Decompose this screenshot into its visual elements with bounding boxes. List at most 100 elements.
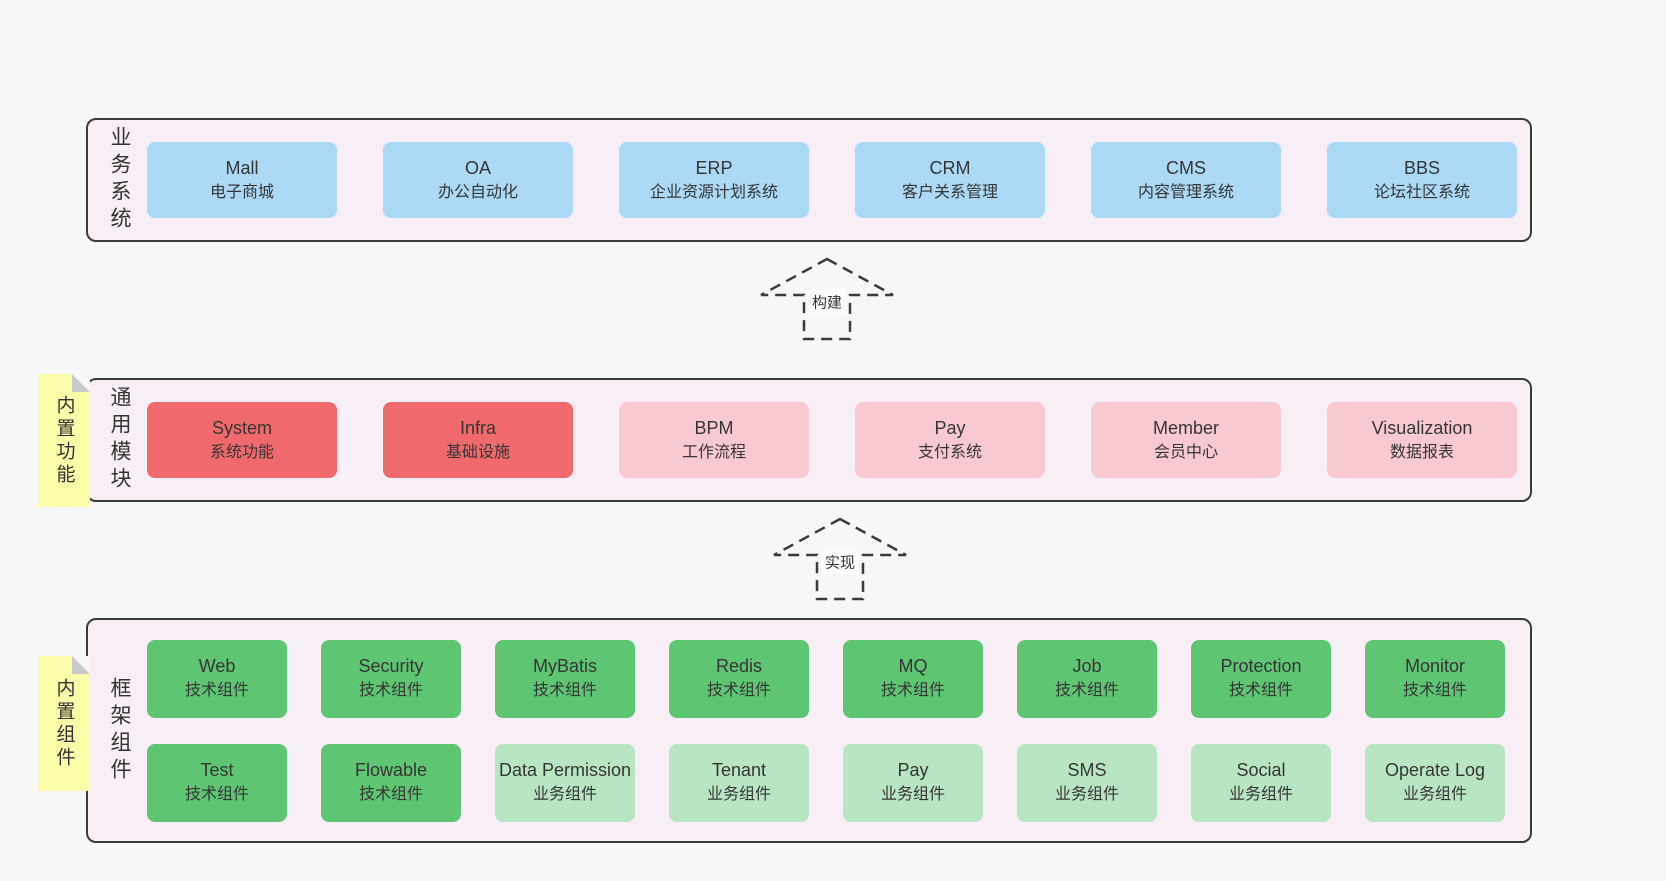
box-operate-log: Operate Log 业务组件 [1365, 743, 1505, 822]
note-fold-cut [72, 374, 90, 392]
box-subtitle: 技术组件 [358, 786, 423, 804]
box-title: MQ [898, 656, 928, 677]
box-subtitle: 技术组件 [184, 682, 249, 700]
box-title: Web [198, 656, 236, 677]
box-title: BBS [1403, 157, 1441, 178]
box-subtitle: 技术组件 [1402, 682, 1467, 700]
sticky-note-builtin-components: 内置组件 [38, 656, 90, 791]
box-title: Operate Log [1384, 760, 1486, 781]
box-erp: ERP 企业资源计划系统 [619, 142, 809, 218]
box-redis: Redis 技术组件 [669, 639, 809, 718]
box-title: Redis [715, 656, 763, 677]
box-pay: Pay 支付系统 [855, 402, 1045, 478]
box-title: Flowable [354, 760, 428, 781]
sticky-note-label: 内置功能 [53, 394, 75, 487]
box-title: CMS [1166, 157, 1206, 178]
box-title: Security [358, 656, 424, 677]
box-social: Social 业务组件 [1191, 743, 1331, 822]
box-subtitle: 基础设施 [445, 443, 510, 461]
box-subtitle: 业务组件 [880, 786, 945, 804]
box-subtitle: 电子商城 [209, 183, 274, 201]
box-subtitle: 客户关系管理 [901, 183, 998, 201]
box-subtitle: 技术组件 [532, 682, 597, 700]
layer-label: 通用模块 [108, 386, 131, 494]
box-infra: Infra 基础设施 [383, 402, 573, 478]
box-crm: CRM 客户关系管理 [855, 142, 1045, 218]
box-subtitle: 办公自动化 [437, 183, 518, 201]
layer-common-modules: 内置功能 通用模块 System 系统功能 Infra 基础设施 BPM 工作流程 Pay 支… [38, 374, 1532, 507]
box-system: System 系统功能 [147, 402, 337, 478]
box-title: Job [1072, 656, 1102, 677]
box-cms: CMS 内容管理系统 [1091, 142, 1281, 218]
arrow-build-icon: 构建 [757, 256, 897, 342]
box-title: CRM [929, 157, 971, 178]
box-title: Test [200, 760, 234, 781]
layer-framework-components: 内置组件 框架组件 Web 技术组件 Security 技术组件 MyBatis 技术组件… [38, 618, 1532, 843]
box-title: Visualization [1371, 417, 1473, 438]
box-title: Pay [934, 417, 966, 438]
box-title: Pay [897, 760, 929, 781]
box-title: ERP [695, 157, 733, 178]
dashed-up-arrow-icon [773, 517, 907, 601]
box-monitor: Monitor 技术组件 [1365, 639, 1505, 718]
box-title: Data Permission [498, 760, 632, 781]
box-subtitle: 内容管理系统 [1137, 183, 1234, 201]
box-subtitle: 技术组件 [184, 786, 249, 804]
box-title: System [211, 417, 272, 438]
sticky-note-builtin-features: 内置功能 [38, 374, 90, 507]
box-job: Job 技术组件 [1017, 639, 1157, 718]
box-title: Member [1152, 417, 1219, 438]
box-tenant: Tenant 业务组件 [669, 743, 809, 822]
box-security: Security 技术组件 [321, 639, 461, 718]
box-title: Social [1236, 760, 1286, 781]
sticky-note-label: 内置组件 [53, 677, 75, 770]
box-subtitle: 技术组件 [706, 682, 771, 700]
layer-label: 业务系统 [108, 126, 131, 234]
box-title: Infra [459, 417, 497, 438]
box-subtitle: 工作流程 [681, 443, 746, 461]
box-subtitle: 业务组件 [1228, 786, 1293, 804]
box-subtitle: 会员中心 [1153, 443, 1218, 461]
box-flowable: Flowable 技术组件 [321, 743, 461, 822]
note-fold-cut [72, 656, 90, 674]
box-subtitle: 系统功能 [209, 443, 274, 461]
box-subtitle: 业务组件 [706, 786, 771, 804]
box-title: MyBatis [532, 656, 597, 677]
box-title: Mall [225, 157, 259, 178]
box-member: Member 会员中心 [1091, 402, 1281, 478]
box-row: Mall 电子商城 OA 办公自动化 ERP 企业资源计划系统 CRM 客户关系管理 CMS 内容… [147, 120, 1523, 240]
box-subtitle: 业务组件 [532, 786, 597, 804]
box-title: Tenant [711, 760, 767, 781]
box-visualization: Visualization 数据报表 [1327, 402, 1517, 478]
box-mybatis: MyBatis 技术组件 [495, 639, 635, 718]
box-test: Test 技术组件 [147, 743, 287, 822]
box-row: System 系统功能 Infra 基础设施 BPM 工作流程 Pay 支付系统 Member 会… [147, 380, 1523, 500]
box-subtitle: 企业资源计划系统 [649, 183, 778, 201]
arrow-implement-icon: 实现 [770, 516, 910, 602]
arrow-label: 构建 [807, 289, 847, 315]
box-title: OA [464, 157, 491, 178]
box-subtitle: 业务组件 [1054, 786, 1119, 804]
box-oa: OA 办公自动化 [383, 142, 573, 218]
box-subtitle: 支付系统 [917, 443, 982, 461]
dashed-up-arrow-icon [760, 257, 894, 341]
box-subtitle: 技术组件 [358, 682, 423, 700]
box-subtitle: 技术组件 [1054, 682, 1119, 700]
box-pay: Pay 业务组件 [843, 743, 983, 822]
box-subtitle: 数据报表 [1389, 443, 1454, 461]
box-web: Web 技术组件 [147, 639, 287, 718]
box-subtitle: 技术组件 [1228, 682, 1293, 700]
box-title: BPM [694, 417, 734, 438]
box-sms: SMS 业务组件 [1017, 743, 1157, 822]
box-title: Monitor [1404, 656, 1466, 677]
box-subtitle: 业务组件 [1402, 786, 1467, 804]
box-mall: Mall 电子商城 [147, 142, 337, 218]
layer-label: 框架组件 [108, 676, 131, 785]
box-title: SMS [1067, 760, 1107, 781]
box-data-permission: Data Permission 业务组件 [495, 743, 635, 822]
